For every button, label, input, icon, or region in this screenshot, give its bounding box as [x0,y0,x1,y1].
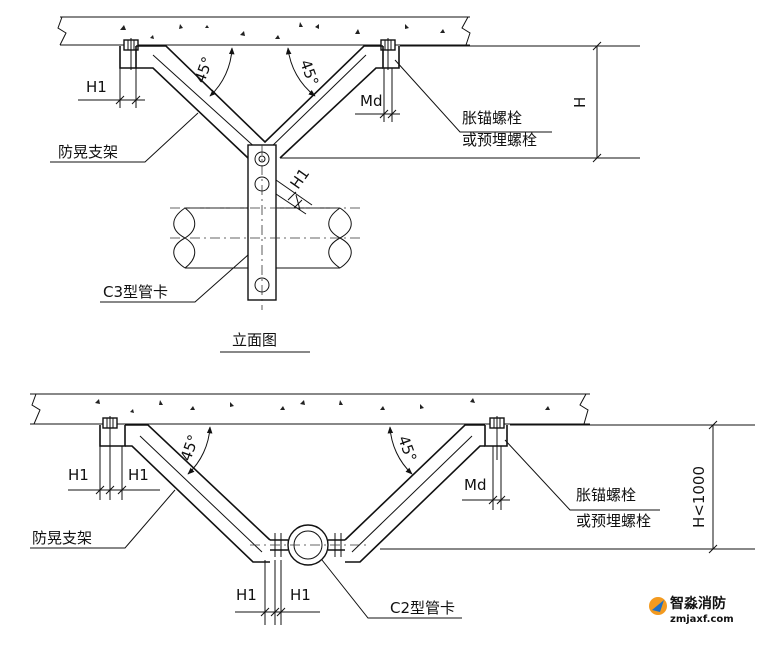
top-angle-label-left: 45° [191,54,217,85]
top-brace-leader [50,112,199,163]
bottom-clamp-label: C2型管卡 [390,599,455,617]
bottom-dim-h: H<1000 [380,420,755,554]
watermark-logo: 智淼消防 zmjaxf.com [649,595,734,625]
top-angle-label-right: 45° [296,57,322,88]
top-angle-arc-left [209,47,235,97]
top-bolt-leader [394,59,552,133]
bottom-dim-md: Md [462,446,510,510]
svg-text:Md: Md [464,476,486,494]
top-dim-h1-left: H1 [78,68,145,108]
bottom-anchor-bolt-right [489,416,505,460]
bottom-brace-label: 防晃支架 [32,529,92,547]
top-base-plate-right [382,46,400,69]
top-angle-arc-right [285,47,316,97]
bottom-clamp-leader [321,559,462,619]
bottom-base-plate-right [484,425,508,447]
bottom-angle-arc-right [387,426,413,475]
svg-text:H1: H1 [290,586,311,604]
top-elevation-view: 45° 45° H1 Md H1 H 胀锚螺栓 或预埋螺栓 [50,16,640,353]
bottom-bolt-leader [504,439,660,511]
bottom-dim-h1-left: H1 H1 [68,446,160,500]
bottom-angle-arc-left [187,426,213,475]
svg-text:zmjaxf.com: zmjaxf.com [670,614,734,625]
top-dim-h1-plate: H1 [275,165,314,215]
bottom-base-plate-left [99,425,126,447]
top-dim-md: Md [355,68,400,122]
svg-text:H1: H1 [287,165,314,192]
svg-text:H1: H1 [236,586,257,604]
bottom-brace-arms [125,424,485,563]
bottom-brace-leader [30,489,176,549]
bottom-dim-h1-clamp: H1 H1 [235,560,320,625]
svg-text:Md: Md [360,92,382,110]
top-bolt-label-1: 胀锚螺栓 [462,109,522,127]
bottom-angle-label-right: 45° [394,433,420,464]
svg-text:H1: H1 [86,78,107,96]
top-brace-label: 防晃支架 [58,143,118,161]
bottom-bolt-label-1: 胀锚螺栓 [576,486,636,504]
bottom-elevation-view: 45° 45° H1 H1 Md H1 H1 H<1000 [30,393,755,625]
top-caption: 立面图 [232,331,277,349]
top-anchor-bolt-right [380,38,396,70]
top-pipe [170,145,360,310]
top-base-plate-left [119,46,137,69]
top-clamp-label: C3型管卡 [103,283,168,301]
top-concrete-slab [57,16,471,46]
svg-text:H: H [571,97,589,108]
bottom-c2-clamp [250,524,370,566]
top-brace-arms [136,45,383,159]
bottom-bolt-label-2: 或预埋螺栓 [576,512,651,530]
top-bolt-label-2: 或预埋螺栓 [462,131,537,149]
bottom-angle-label-left: 45° [177,432,203,463]
svg-text:H1: H1 [68,466,89,484]
svg-text:智淼消防: 智淼消防 [669,595,726,612]
top-anchor-bolt-left [123,38,139,70]
top-clamp-leader [100,254,249,303]
top-dim-h: H [280,41,640,163]
svg-text:H1: H1 [128,466,149,484]
svg-text:H<1000: H<1000 [690,466,708,528]
